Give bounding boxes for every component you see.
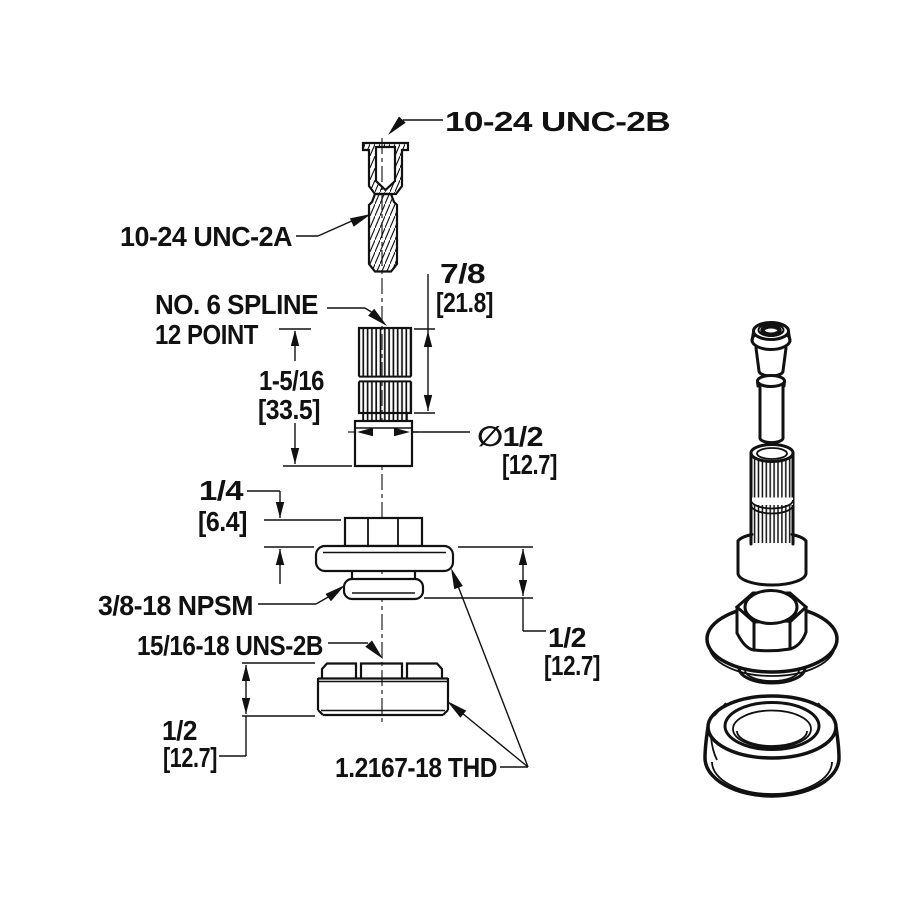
dim-diameter-mm: [12.7] [502, 449, 557, 480]
dim-hex-height-mm: [6.4] [198, 506, 247, 537]
iso-hex-flange [705, 589, 839, 685]
coupling-nut [316, 662, 450, 717]
dimension-1-4 [247, 490, 341, 584]
dim-diameter-in: ∅1/2 [477, 421, 543, 452]
leader-uns [328, 640, 383, 659]
label-thd: 1.2167-18 THD [335, 752, 497, 783]
dim-stem-length-in: 1-5/16 [259, 365, 324, 396]
dim-spline-length-mm: [21.8] [436, 287, 493, 318]
dim-hex-height-in: 1/4 [199, 475, 244, 506]
flange-disc [314, 544, 455, 573]
dimension-7-8 [414, 274, 435, 414]
dimension-1-2-left [219, 662, 315, 757]
orthographic-view: 10-24 UNC-2B 10-24 UNC-2A 7/8 [21.8] NO.… [98, 106, 671, 783]
iso-spline-shaft [736, 443, 808, 587]
stem-base-cylinder [353, 419, 414, 468]
iso-stem-rod [756, 374, 786, 445]
npsm-boss [342, 571, 425, 601]
leader-npsm [258, 585, 345, 605]
dim-flange-height-in: 1/2 [548, 622, 586, 653]
leader-thd [447, 568, 529, 768]
hex-section [343, 516, 424, 548]
dim-spline-length-in: 7/8 [440, 258, 485, 289]
leader-spline [327, 307, 387, 326]
threaded-stem [367, 192, 399, 273]
dim-nut-height-mm: [12.7] [163, 742, 217, 773]
leader-unc2b [388, 116, 443, 135]
dim-stem-length-mm: [33.5] [258, 394, 320, 425]
iso-ring-nut [703, 694, 841, 798]
dimension-1-2-right [424, 546, 546, 632]
iso-cap-nut [750, 321, 792, 378]
dimension-dia-1-2 [357, 427, 470, 437]
label-npsm-thread: 3/8-18 NPSM [98, 590, 253, 621]
leader-unc2a [296, 214, 371, 237]
label-spline-line2: 12 POINT [155, 319, 258, 350]
label-thread-unc2a: 10-24 UNC-2A [120, 221, 292, 252]
dim-flange-height-mm: [12.7] [544, 650, 600, 681]
dim-nut-height-in: 1/2 [162, 715, 197, 746]
dimension-1-5-16 [279, 328, 352, 467]
label-thread-unc2b: 10-24 UNC-2B [445, 106, 670, 137]
spline-relief-band [362, 412, 408, 422]
screw-cap-section [361, 141, 410, 196]
label-spline-line1: NO. 6 SPLINE [155, 289, 318, 320]
spline-shaft [357, 326, 413, 422]
isometric-view [703, 321, 841, 798]
label-uns-thread: 15/16-18 UNS-2B [137, 630, 323, 661]
